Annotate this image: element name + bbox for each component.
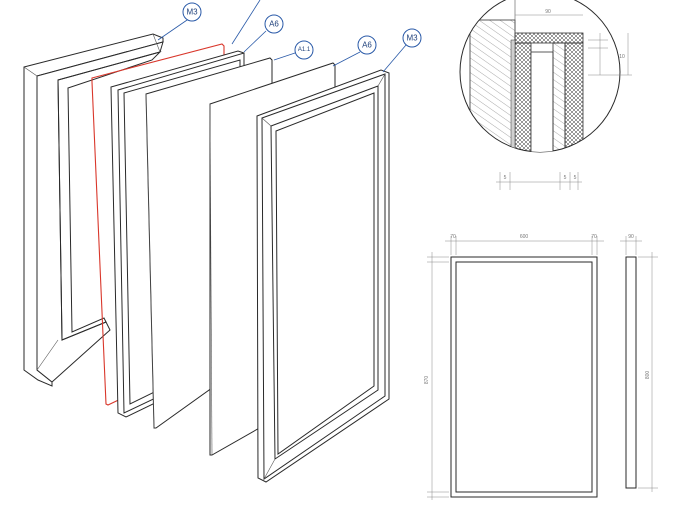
front-frame-m3	[256, 69, 390, 483]
svg-text:M3: M3	[186, 8, 198, 17]
svg-text:A6: A6	[269, 20, 279, 29]
svg-text:70: 70	[450, 234, 456, 240]
side-elevation: 90 800	[620, 234, 658, 492]
callout-a6-front: A6	[357, 35, 377, 55]
callout-leaders	[157, 0, 407, 73]
svg-text:5: 5	[574, 175, 577, 181]
svg-text:A6: A6	[362, 41, 372, 50]
svg-text:870: 870	[424, 376, 430, 385]
svg-text:90: 90	[545, 9, 551, 15]
callout-m3-front: M3	[402, 28, 422, 48]
front-elevation: 70 600 70 870	[424, 234, 604, 500]
back-frame-m3	[23, 33, 164, 387]
callout-m3-back: M3	[182, 2, 202, 22]
svg-text:A1.1: A1.1	[298, 47, 311, 53]
section-detail: 90 10 5 5 5	[459, 0, 632, 190]
exploded-assembly: M3 A6 A1.1 A6 M3	[23, 0, 422, 483]
svg-text:M3: M3	[406, 34, 418, 43]
svg-text:90: 90	[628, 234, 634, 240]
svg-text:70: 70	[591, 234, 597, 240]
svg-text:5: 5	[504, 175, 507, 181]
svg-text:5: 5	[564, 175, 567, 181]
callout-a6-back: A6	[264, 14, 284, 34]
callout-a11: A1.1	[294, 40, 314, 60]
svg-text:800: 800	[645, 371, 651, 380]
svg-text:10: 10	[619, 54, 625, 60]
svg-text:600: 600	[520, 234, 529, 240]
